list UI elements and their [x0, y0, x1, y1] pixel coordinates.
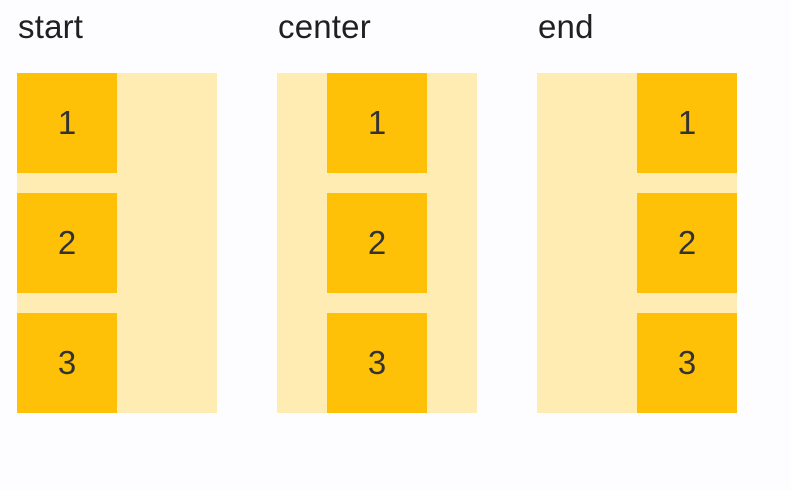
flex-item: 2	[637, 193, 737, 293]
flex-item: 2	[17, 193, 117, 293]
flex-item: 1	[17, 73, 117, 173]
flex-item: 3	[637, 313, 737, 413]
flex-container-end: 1 2 3	[537, 73, 737, 413]
alignment-label-center: center	[278, 8, 371, 45]
column-center: center 1 2 3	[277, 8, 477, 413]
flex-container-center: 1 2 3	[277, 73, 477, 413]
alignment-label-end: end	[538, 8, 594, 45]
flex-item: 3	[327, 313, 427, 413]
column-end: end 1 2 3	[537, 8, 737, 413]
flex-item: 2	[327, 193, 427, 293]
flex-item: 1	[327, 73, 427, 173]
flex-item: 3	[17, 313, 117, 413]
alignment-label-start: start	[18, 8, 84, 45]
flex-item: 1	[637, 73, 737, 173]
flex-container-start: 1 2 3	[17, 73, 217, 413]
column-start: start 1 2 3	[17, 8, 217, 413]
alignment-demo-row: start 1 2 3 center 1 2 3 end 1 2 3	[17, 8, 791, 413]
